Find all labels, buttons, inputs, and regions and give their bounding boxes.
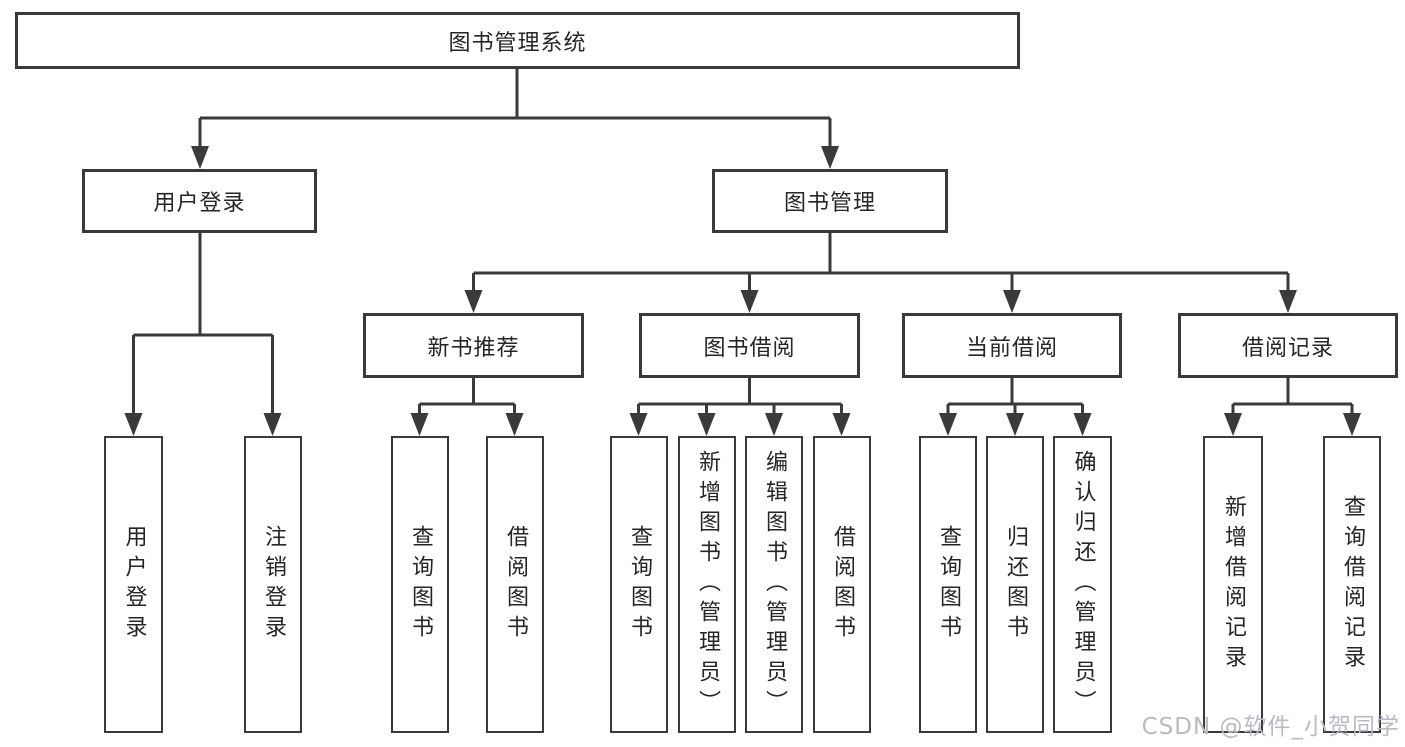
node-book-borrowing: 图书借阅 <box>639 313 860 378</box>
node-borrowing-records: 借阅记录 <box>1178 313 1398 378</box>
node-label: 注销登录 <box>261 524 286 645</box>
node-add-book-admin: 新增图书（管理员） <box>678 436 736 733</box>
node-query-borrow-record: 查询借阅记录 <box>1323 436 1381 733</box>
node-current-borrowing: 当前借阅 <box>902 313 1122 378</box>
node-label: 用户登录 <box>121 524 147 645</box>
node-book-management-module: 图书管理 <box>712 169 948 233</box>
node-add-borrow-record: 新增借阅记录 <box>1203 436 1263 733</box>
csdn-watermark: CSDN @软件_小贺同学 <box>1141 714 1400 740</box>
node-label: 查询借阅记录 <box>1340 494 1365 675</box>
node-return-book: 归还图书 <box>986 436 1044 733</box>
node-user-login-module: 用户登录 <box>82 169 317 233</box>
node-query-books-recommend: 查询图书 <box>391 436 449 733</box>
connector-strokes <box>132 69 1354 415</box>
node-label: 归还图书 <box>1003 524 1028 645</box>
node-label: 查询图书 <box>627 524 652 645</box>
node-label: 新增图书（管理员） <box>695 449 720 720</box>
node-confirm-return-admin: 确认归还（管理员） <box>1053 436 1112 733</box>
node-logout-leaf: 注销登录 <box>244 436 302 733</box>
node-borrow-books-recommend: 借阅图书 <box>486 436 544 733</box>
node-edit-book-admin: 编辑图书（管理员） <box>745 436 803 733</box>
node-root-system: 图书管理系统 <box>15 12 1020 69</box>
node-label: 查询图书 <box>936 524 961 645</box>
node-label: 编辑图书（管理员） <box>762 449 787 720</box>
node-user-login-leaf: 用户登录 <box>104 436 163 733</box>
node-borrow-books-leaf: 借阅图书 <box>813 436 871 733</box>
node-label: 借阅图书 <box>503 524 528 645</box>
node-label: 查询图书 <box>408 524 433 645</box>
node-query-books-borrowing: 查询图书 <box>610 436 668 733</box>
node-label: 借阅图书 <box>830 524 855 645</box>
node-label: 新增借阅记录 <box>1221 494 1246 675</box>
node-new-book-recommend: 新书推荐 <box>363 313 584 378</box>
arrowheads <box>124 146 1361 436</box>
node-query-books-current: 查询图书 <box>919 436 977 733</box>
node-label: 确认归还（管理员） <box>1070 449 1096 720</box>
